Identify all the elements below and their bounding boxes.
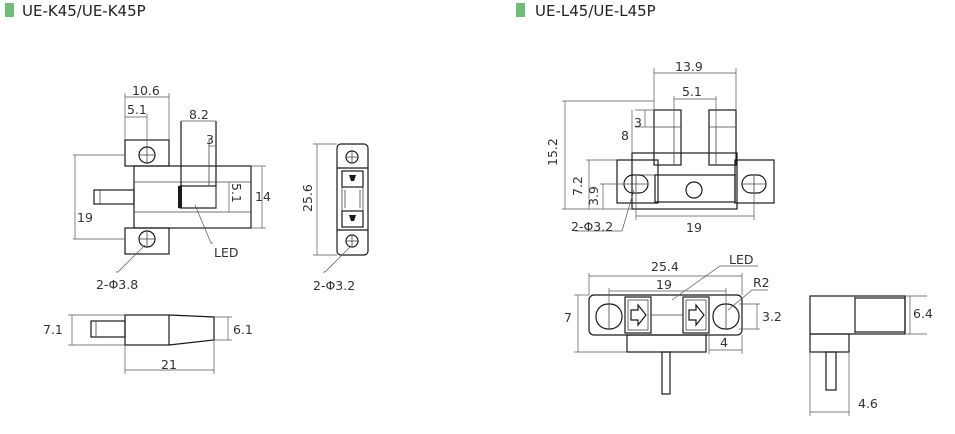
dim-3-2: 3.2 <box>762 309 782 324</box>
dim-4-6: 4.6 <box>858 396 878 411</box>
dim-19-left: 19 <box>77 210 93 225</box>
left-bottom-dims: 7.1 6.1 21 <box>43 314 253 374</box>
led-label-right: LED <box>729 252 754 267</box>
dim-7: 7 <box>564 310 572 325</box>
dim-7-1: 7.1 <box>43 322 63 337</box>
dim-25-6: 25.6 <box>300 184 315 212</box>
right-side-view <box>809 295 906 391</box>
left-side-view <box>336 143 369 256</box>
dim-5-1-vert: 5.1 <box>229 183 244 203</box>
left-title-marker <box>5 3 14 17</box>
dim-19-right-top: 19 <box>686 220 702 235</box>
dim-19-right-front: 19 <box>656 277 672 292</box>
left-front-view <box>93 121 252 255</box>
dim-3-left: 3 <box>206 132 214 147</box>
r2-label: R2 <box>753 275 770 290</box>
right-top-dims: 13.9 5.1 3 8 15.2 7.2 3.9 19 2-Φ3.2 <box>545 59 755 235</box>
left-bottom-view <box>90 314 215 346</box>
right-side-dims: 6.4 4.6 <box>809 295 933 416</box>
dim-7-2: 7.2 <box>570 176 585 196</box>
dim-21: 21 <box>161 357 177 372</box>
right-title-marker <box>516 3 525 17</box>
dim-4: 4 <box>720 335 728 350</box>
left-side-dims: 25.6 2-Φ3.2 <box>300 143 355 293</box>
dim-8-2: 8.2 <box>189 107 209 122</box>
hole-label-side: 2-Φ3.2 <box>313 278 355 293</box>
dim-13-9: 13.9 <box>675 59 703 74</box>
dim-6-1: 6.1 <box>233 322 253 337</box>
right-front-view <box>588 294 743 395</box>
dim-5-1-top: 5.1 <box>127 102 147 117</box>
led-label-left: LED <box>214 245 239 260</box>
dim-6-4: 6.4 <box>913 306 933 321</box>
dim-14: 14 <box>255 189 271 204</box>
dim-15-2: 15.2 <box>545 138 560 166</box>
hole-label-left: 2-Φ3.8 <box>96 277 138 292</box>
dim-3-right: 3 <box>634 115 642 130</box>
dim-25-4: 25.4 <box>651 259 679 274</box>
dim-8: 8 <box>621 128 629 143</box>
right-front-dims: 25.4 19 7 3.2 4 LED R2 <box>564 252 782 354</box>
dim-5-1-right: 5.1 <box>682 84 702 99</box>
right-title: UE-L45/UE-L45P <box>535 2 656 20</box>
dim-10-6: 10.6 <box>132 83 160 98</box>
left-front-dims: 10.6 5.1 8.2 3 5.1 14 19 LED 2-Φ3.8 <box>73 83 271 292</box>
hole-label-right: 2-Φ3.2 <box>571 219 613 234</box>
dim-3-9: 3.9 <box>586 186 601 206</box>
left-title: UE-K45/UE-K45P <box>22 2 146 20</box>
